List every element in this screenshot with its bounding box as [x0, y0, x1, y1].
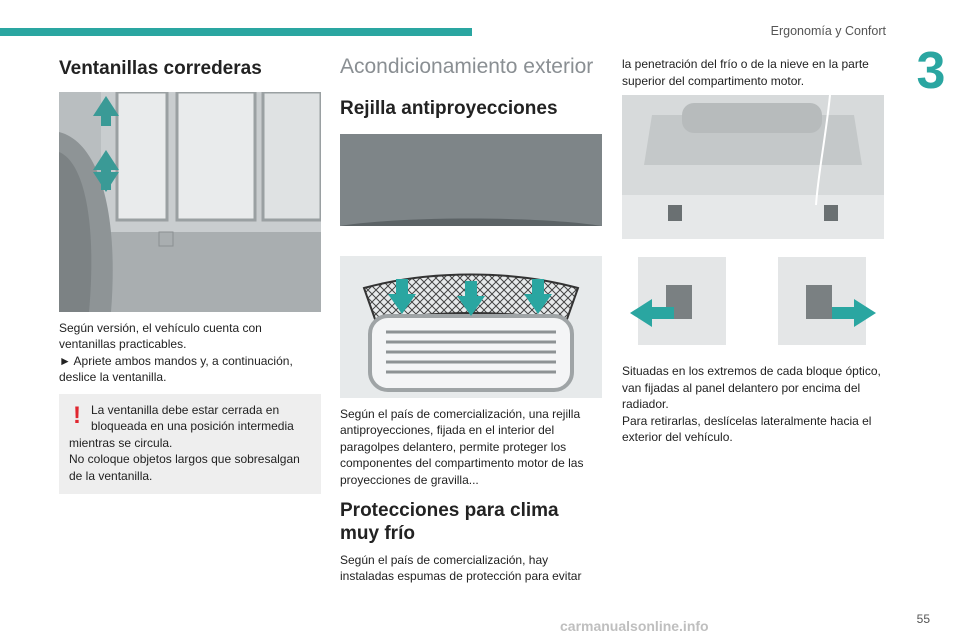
column-exterior: Acondicionamiento exterior Rejilla antip…	[340, 55, 602, 585]
body-text: Según el país de comercialización, hay i…	[340, 552, 582, 584]
body-text-instruction: ► Apriete ambos mandos y, a continuación…	[59, 353, 293, 385]
warning-text: No coloque objetos largos que sobresalga…	[69, 452, 300, 483]
column-cold-protection: la penetración del frío o de la nieve en…	[622, 56, 884, 446]
page-number: 55	[916, 612, 930, 626]
body-text: Según versión, el vehículo cuenta con ve…	[59, 320, 262, 352]
warning-icon: !	[73, 401, 81, 429]
section-title: Rejilla antiproyecciones	[340, 98, 558, 120]
sliding-window-illustration	[59, 91, 321, 312]
watermark: carmanualsonline.info	[560, 618, 709, 634]
grille-illustration	[340, 133, 602, 398]
body-text: Para retirarlas, deslícelas lateralmente…	[622, 413, 872, 445]
body-text: Según el país de comercialización, una r…	[340, 406, 584, 487]
section-header: Ergonomía y Confort	[770, 24, 886, 38]
warning-box: ! La ventanilla debe estar cerrada en bl…	[59, 393, 321, 495]
section-title: Ventanillas correderas	[59, 58, 262, 79]
chapter-heading: Acondicionamiento exterior	[340, 55, 594, 78]
warning-text: mientras se circula.	[69, 435, 173, 450]
section-title: Protecciones para clima muy frío	[340, 500, 559, 545]
chapter-number: 3	[916, 42, 946, 100]
body-text: Situadas en los extremos de cada bloque …	[622, 364, 881, 411]
engine-bay-illustration	[622, 95, 884, 345]
warning-text: La ventanilla debe estar cerrada en bloq…	[91, 402, 294, 434]
body-text: la penetración del frío o de la nieve en…	[622, 57, 869, 88]
accent-bar	[0, 28, 472, 36]
column-sliding-windows: Ventanillas correderas Según versión, el…	[59, 56, 321, 495]
